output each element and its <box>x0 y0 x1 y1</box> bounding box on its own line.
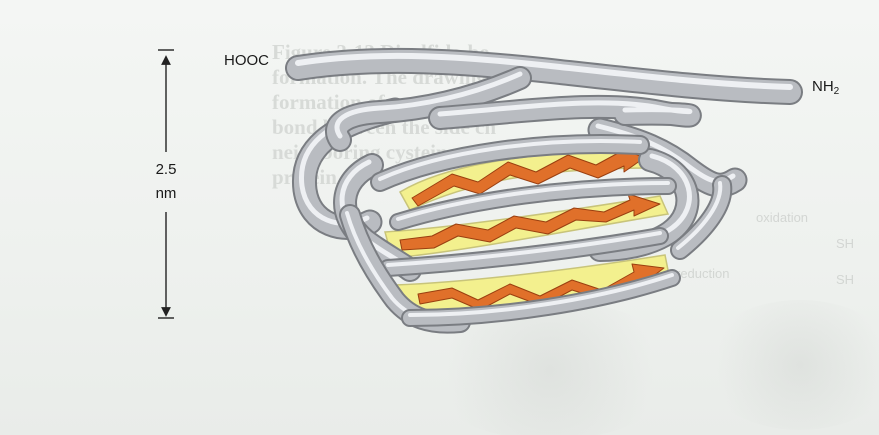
n-terminus-label: NH2 <box>812 78 839 97</box>
scale-value-label: 2.5 <box>138 160 194 180</box>
n-terminus-base: NH <box>812 78 834 95</box>
n-terminus-subscript: 2 <box>834 86 840 97</box>
c-terminus-label: HOOC <box>224 52 269 69</box>
scale-unit-label: nm <box>138 184 194 204</box>
